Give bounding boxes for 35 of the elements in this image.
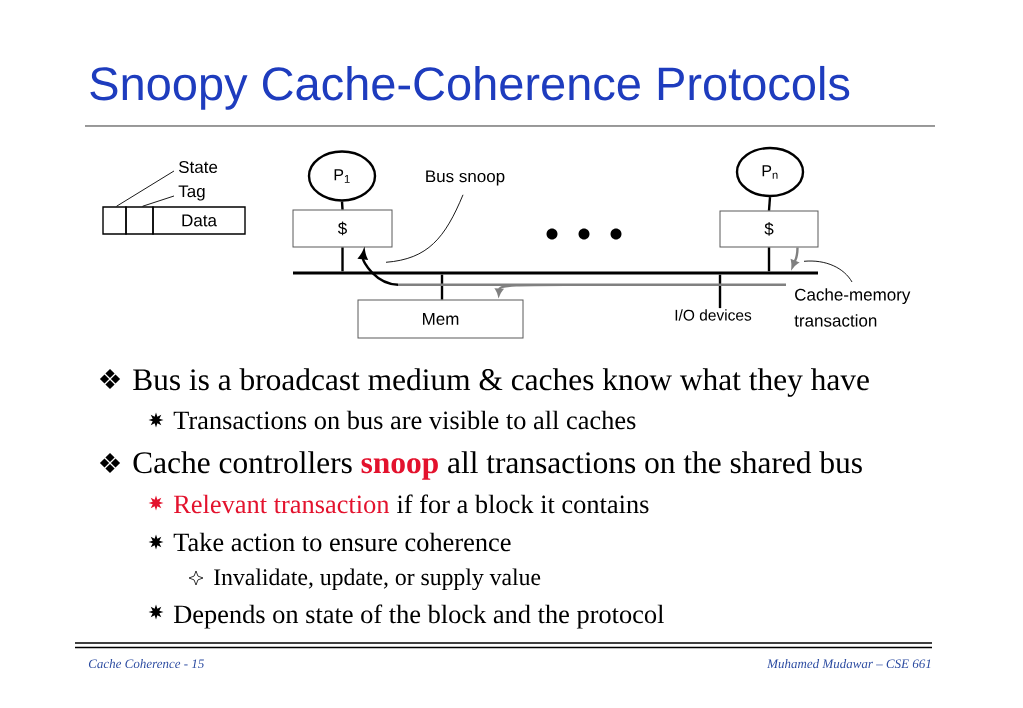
field-label: Tag — [178, 185, 205, 201]
bullet-text: Cache controllers snoop all transactions on the shared bus — [133, 451, 862, 480]
footer-text: Cache Coherence - 15 — [88, 659, 204, 669]
connector-line — [440, 274, 444, 300]
slide-title: Snoopy Cache-Coherence Protocols — [90, 65, 850, 110]
callout-text: Cache-memory transaction — [794, 288, 911, 327]
cache-line-cell: Data — [152, 206, 246, 235]
cache-line-cell — [125, 206, 154, 235]
cache-line-cell — [102, 206, 127, 235]
connector-line — [340, 201, 344, 210]
connector-line — [341, 247, 344, 272]
cache-box: $ — [292, 209, 393, 248]
arrow — [790, 247, 799, 269]
cache-box: $ — [719, 210, 819, 248]
bullet-text: Relevant transaction — [173, 494, 390, 514]
bullet-text: Invalidate, update, or supply value — [214, 568, 541, 591]
memory-box: Mem — [357, 299, 524, 339]
connector-line — [767, 197, 772, 211]
connector-line — [718, 274, 722, 309]
leader-line — [385, 194, 464, 263]
bus-line — [293, 271, 818, 275]
device-label: I/O devices — [675, 309, 752, 321]
bullet-text: Transactions on bus are visible to all caches — [173, 410, 636, 430]
connector-line — [767, 247, 771, 272]
field-label: State — [179, 160, 218, 173]
bullet-text: Take action to ensure coherence — [173, 532, 511, 552]
footer-text: Muhamed Mudawar – CSE 661 — [767, 659, 931, 669]
arrow — [396, 283, 788, 297]
bullet-text: if for a block it contains — [397, 494, 649, 514]
bullet-text: Depends on state of the block and the protocol — [173, 604, 664, 629]
leader-line — [803, 260, 853, 283]
callout-text: Bus snoop — [426, 170, 505, 186]
leader-line — [116, 170, 175, 207]
bullet-text: Bus is a broadcast medium & caches know what they have — [133, 368, 869, 397]
leader-line — [142, 195, 175, 207]
